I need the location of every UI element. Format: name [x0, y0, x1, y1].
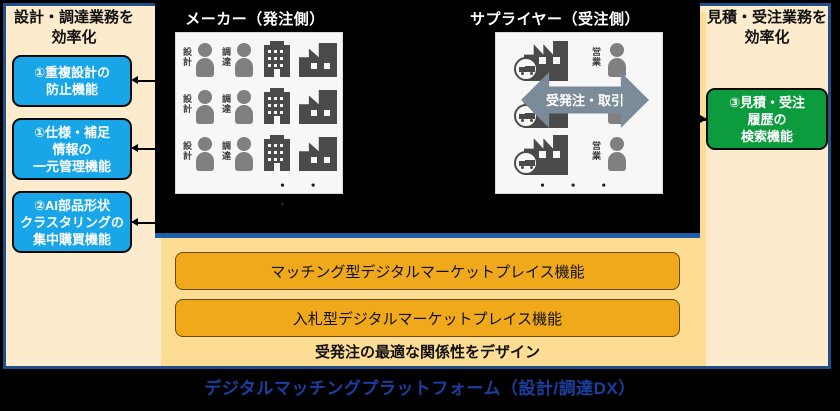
person-icon: [196, 137, 214, 171]
role-label-procurement: 調達: [221, 47, 231, 67]
platform-button-bidding-marketplace[interactable]: 入札型デジタルマーケットプレイス機能: [175, 299, 680, 337]
factory-icon: [299, 43, 337, 77]
maker-row: 設計 調達: [176, 133, 342, 179]
maker-group: 設計 調達 設計: [175, 32, 343, 212]
office-building-icon: [261, 41, 293, 77]
person-icon: [608, 43, 626, 77]
truck-badge-icon: [514, 57, 538, 81]
platform-tagline: 受発注の最適な関係性をデザイン: [314, 344, 540, 361]
factory-icon: [514, 135, 568, 175]
feature-box-ai-part-shape-clustering[interactable]: ②AI部品形状クラスタリングの集中購買機能: [12, 191, 132, 253]
diagram-caption: デジタルマッチングプラットフォーム（設計/調達DX）: [204, 379, 636, 398]
truck-badge-icon: [514, 151, 538, 175]
role-label-procurement: 調達: [221, 141, 231, 161]
maker-title: メーカー（発注側）: [185, 11, 325, 28]
feature-box-duplicate-design-prevention[interactable]: ①重複設計の防止機能: [12, 55, 132, 107]
person-icon: [235, 90, 253, 124]
maker-row: 設計 調達: [176, 86, 342, 132]
exchange-arrow-label: 受発注・取引: [545, 93, 624, 108]
exchange-arrow: 受発注・取引: [521, 72, 649, 128]
role-label-design: 設計: [182, 47, 192, 67]
right-panel-title: 見積・受注業務を効率化: [706, 9, 827, 46]
person-icon: [235, 43, 253, 77]
supplier-row: 営業: [496, 39, 662, 85]
supplier-ellipsis: ・ ・ ・: [536, 178, 618, 193]
role-label-design: 設計: [182, 141, 192, 161]
connector-arrow-left-3: [131, 218, 159, 227]
factory-icon: [299, 137, 337, 171]
supplier-title: サプライヤー（受注側）: [469, 11, 641, 28]
maker-row: 設計 調達: [176, 39, 342, 85]
person-icon: [196, 90, 214, 124]
office-building-icon: [261, 88, 293, 124]
person-icon: [235, 137, 253, 171]
factory-icon: [299, 90, 337, 124]
left-panel-title: 設計・調達業務を効率化: [13, 9, 134, 46]
factory-icon: [514, 41, 568, 81]
platform-button-matching-marketplace[interactable]: マッチング型デジタルマーケットプレイス機能: [175, 252, 680, 290]
office-building-icon: [261, 135, 293, 171]
person-icon: [608, 137, 626, 171]
role-label-sales: 営業: [591, 47, 601, 67]
platform-up-arrow: [410, 186, 420, 226]
role-label-procurement: 調達: [221, 94, 231, 114]
supplier-row: 営業: [496, 133, 662, 179]
center-black-panel: メーカー（発注側） サプライヤー（受注側） 設計 調達: [155, 0, 700, 238]
connector-arrow-left-2: [131, 144, 159, 153]
maker-ellipsis: ・ ・ ・: [276, 178, 327, 212]
role-label-design: 設計: [182, 94, 192, 114]
role-label-sales: 営業: [591, 141, 601, 161]
feature-box-quote-order-history-search[interactable]: ③見積・受注履歴の検索機能: [706, 88, 828, 150]
person-icon: [196, 43, 214, 77]
connector-arrow-left-1: [131, 76, 159, 85]
feature-box-spec-info-central-management[interactable]: ①仕様・補足情報の一元管理機能: [12, 118, 132, 180]
